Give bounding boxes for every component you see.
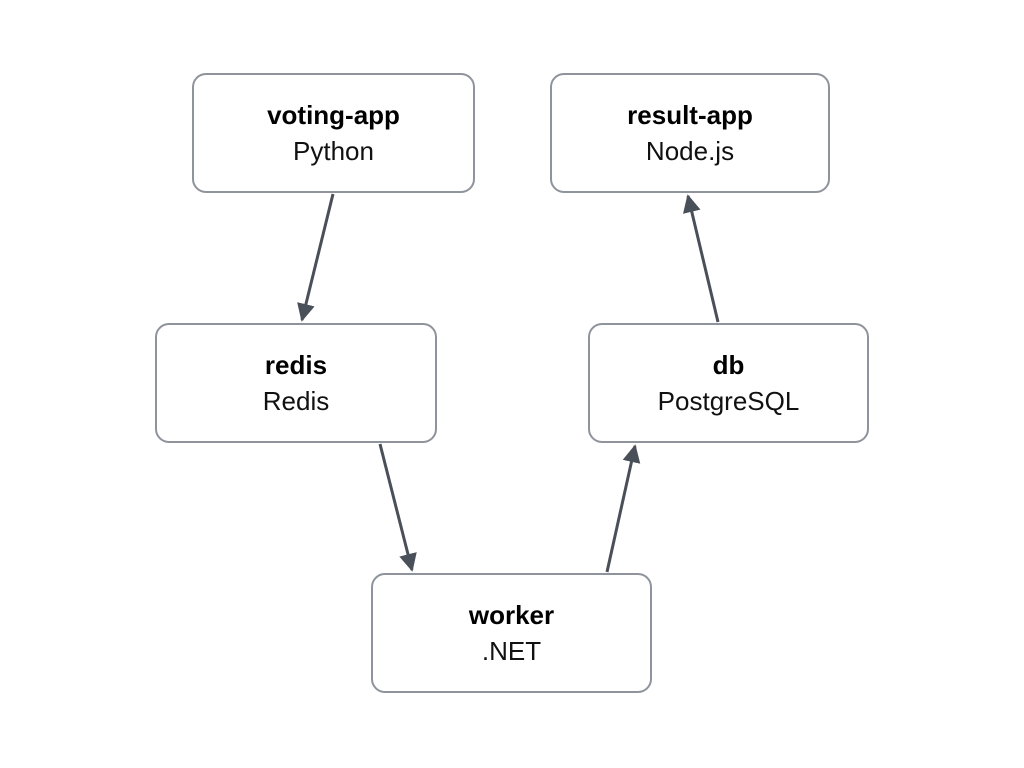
edge-db-to-result-app [682,194,720,323]
node-voting-app: voting-app Python [192,73,475,193]
node-redis: redis Redis [155,323,437,443]
node-result-app-title: result-app [627,100,753,130]
node-db-title: db [712,350,745,380]
node-voting-app-subtitle: Python [293,136,374,166]
node-result-app: result-app Node.js [550,73,830,193]
node-worker-title: worker [468,600,555,630]
node-redis-subtitle: Redis [262,386,330,416]
node-worker: worker .NET [371,573,652,693]
edge-redis-to-worker [378,443,417,572]
node-db: db PostgreSQL [588,323,869,443]
edge-worker-to-db [605,444,641,573]
node-voting-app-title: voting-app [267,100,400,130]
edge-voting-app-to-redis [297,193,335,322]
node-worker-subtitle: .NET [481,636,542,666]
node-redis-title: redis [264,350,328,380]
node-result-app-subtitle: Node.js [645,136,735,166]
node-db-subtitle: PostgreSQL [657,386,800,416]
